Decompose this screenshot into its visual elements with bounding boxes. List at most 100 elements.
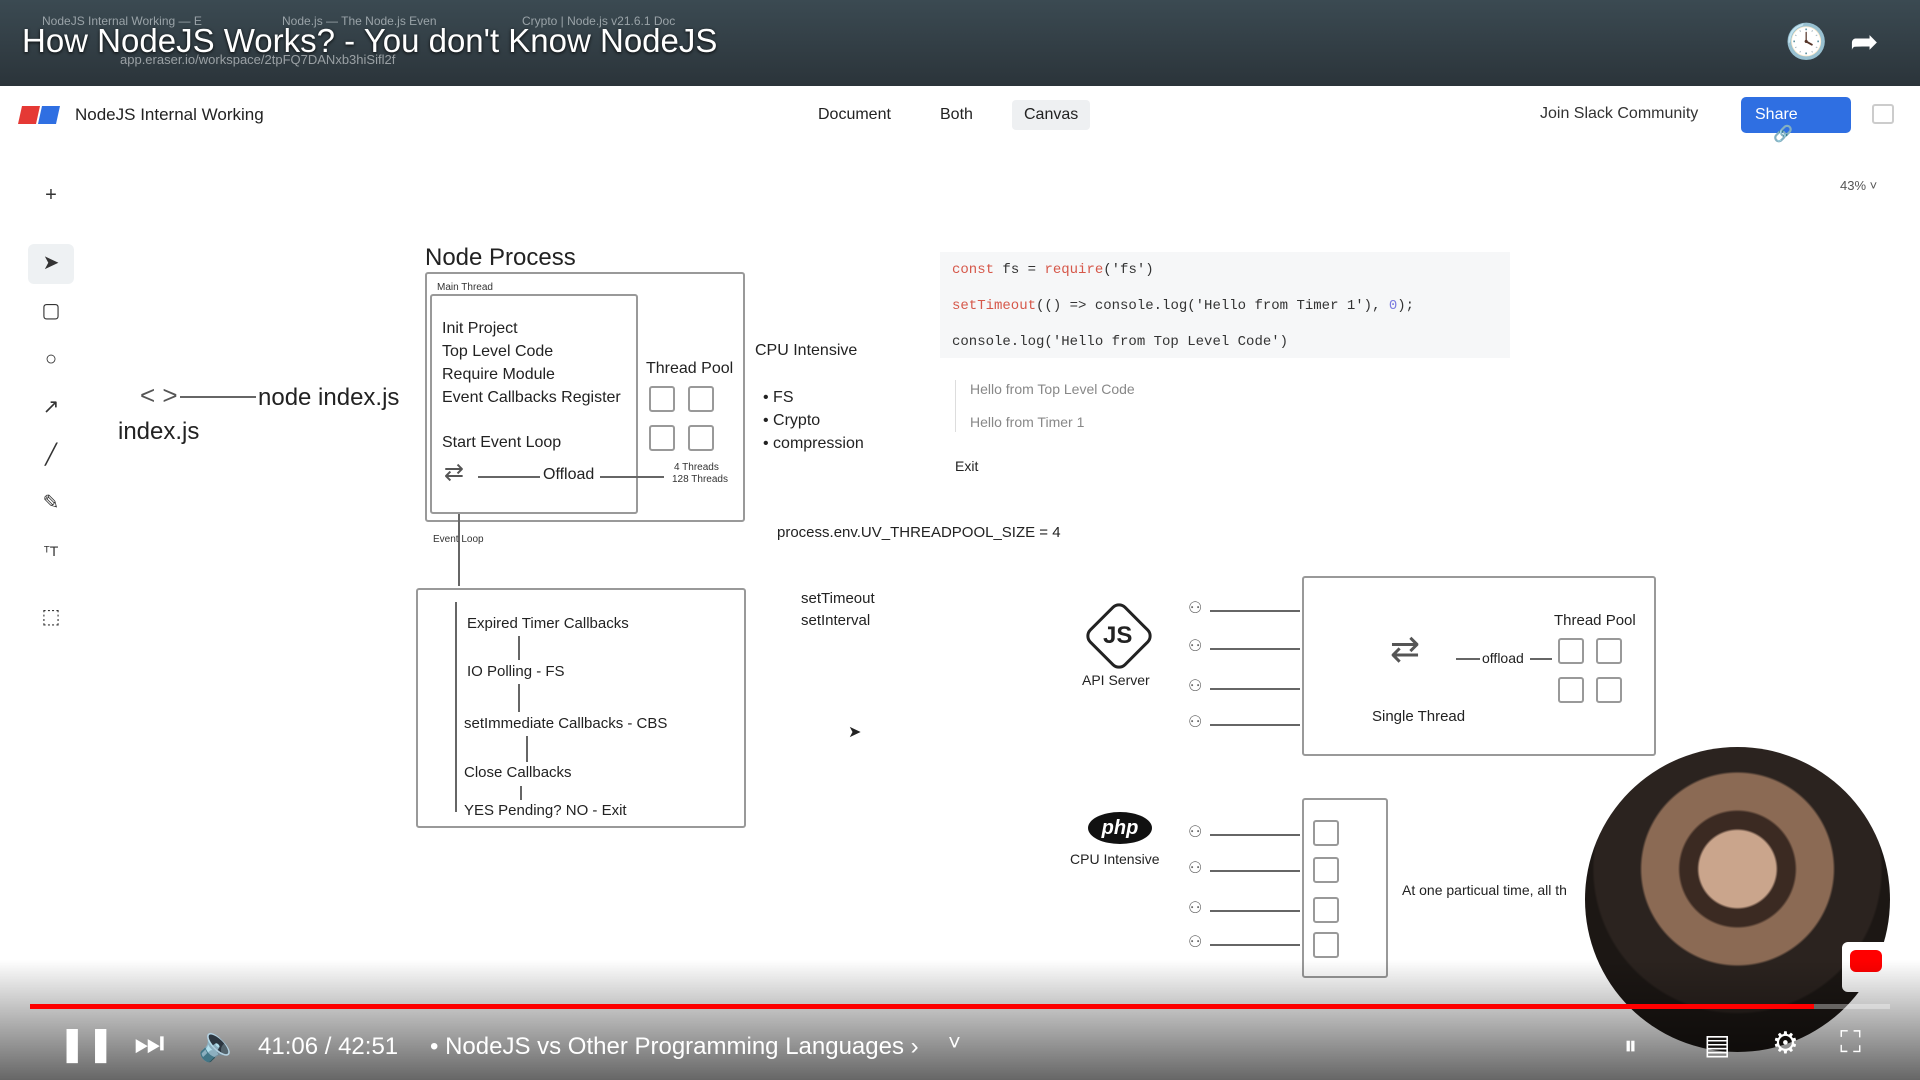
phase-io-polling: IO Polling - FS xyxy=(467,663,565,680)
phase-arrow xyxy=(520,786,522,800)
join-slack-link[interactable]: Join Slack Community xyxy=(1540,105,1699,122)
volume-icon[interactable]: 🔈 xyxy=(198,1025,241,1063)
thread-cell xyxy=(1313,820,1339,846)
step-start-event-loop: Start Event Loop xyxy=(442,434,562,451)
link-icon: 🔗 xyxy=(1773,126,1793,143)
time-display: 41:06 / 42:51 xyxy=(258,1033,399,1060)
user-icon: ⚇ xyxy=(1188,934,1203,951)
browser-tab[interactable]: NodeJS Internal Working — E xyxy=(42,14,202,28)
thread-cell xyxy=(1558,638,1584,664)
cpu-intensive-label: CPU Intensive xyxy=(1070,851,1160,867)
request-arrow xyxy=(1210,610,1300,612)
share-button[interactable]: Share 🔗 xyxy=(1741,97,1851,143)
arrow-icon[interactable]: ↗ xyxy=(42,396,60,418)
mouse-cursor-icon: ➤ xyxy=(848,724,862,741)
event-loop-box xyxy=(416,588,746,828)
board-title: NodeJS Internal Working xyxy=(75,105,264,124)
chapter-title[interactable]: • NodeJS vs Other Programming Languages … xyxy=(430,1033,919,1060)
phase-arrow xyxy=(518,684,520,712)
code-line: setTimeout(() => console.log('Hello from… xyxy=(952,298,1415,314)
tab-canvas[interactable]: Canvas xyxy=(1012,100,1091,130)
browser-chrome xyxy=(0,0,1920,86)
progress-fill xyxy=(30,1004,1814,1009)
exit-fullscreen-icon[interactable]: ⛶ xyxy=(1840,1026,1861,1059)
comment-icon[interactable] xyxy=(1872,104,1894,124)
thread-cell xyxy=(1596,677,1622,703)
user-icon: ⚇ xyxy=(1188,714,1203,731)
loop-icon: ⇄ xyxy=(1390,628,1421,669)
thread-cell xyxy=(649,386,675,412)
api-server-label: API Server xyxy=(1082,672,1150,688)
next-icon[interactable]: ⏭ xyxy=(134,1024,165,1062)
step-init-project: Init Project xyxy=(442,320,518,337)
php-note: At one particual time, all th xyxy=(1402,882,1567,898)
event-loop-arrow xyxy=(458,514,460,586)
threads-note: 4 Threads xyxy=(674,462,719,473)
share-icon[interactable]: ➦ xyxy=(1850,23,1879,61)
phase-arrow xyxy=(526,736,528,762)
pencil-icon[interactable]: ✎ xyxy=(42,492,60,514)
step-callbacks-register: Event Callbacks Register xyxy=(442,389,621,406)
phase-pending-check: YES Pending? NO - Exit xyxy=(464,802,627,819)
app-header xyxy=(0,86,1920,144)
user-icon: ⚇ xyxy=(1188,824,1203,841)
node-process-box xyxy=(425,272,745,522)
zoom-level[interactable]: 43% ˅ xyxy=(1840,178,1878,193)
cpu-item: • Crypto xyxy=(763,412,821,429)
chevron-down-icon[interactable]: ˅ xyxy=(948,1030,961,1055)
rectangle-icon[interactable]: ▢ xyxy=(41,300,61,322)
request-arrow xyxy=(1210,724,1300,726)
settings-icon[interactable]: ⚙ xyxy=(1772,1027,1799,1060)
thread-cell xyxy=(649,425,675,451)
request-arrow xyxy=(1210,870,1300,872)
thread-pool-label: Thread Pool xyxy=(646,360,734,377)
main-thread-box xyxy=(430,294,638,514)
php-logo-icon: php xyxy=(1088,812,1152,844)
captions-icon[interactable]: ▤ xyxy=(1704,1029,1731,1060)
tab-document[interactable]: Document xyxy=(818,106,891,123)
request-arrow xyxy=(1210,648,1300,650)
thread-cell xyxy=(688,386,714,412)
thread-cell xyxy=(1596,638,1622,664)
phase-arrow xyxy=(518,636,520,660)
output-line: Hello from Timer 1 xyxy=(970,414,1085,430)
frame-icon[interactable]: ⬚ xyxy=(41,606,61,628)
thread-cell xyxy=(688,425,714,451)
event-loop-label: Event Loop xyxy=(433,534,484,545)
output-line: Hello from Top Level Code xyxy=(970,381,1135,397)
offload-arrow xyxy=(600,476,664,478)
code-brackets-icon: < > xyxy=(140,380,178,410)
browser-tab[interactable]: Node.js — The Node.js Even xyxy=(282,14,437,28)
autoplay-toggle-icon[interactable]: ⏸︎ xyxy=(1624,1030,1638,1060)
user-icon: ⚇ xyxy=(1188,860,1203,877)
text-icon[interactable]: ᵀT xyxy=(43,543,59,559)
code-line: const fs = require('fs') xyxy=(952,262,1154,278)
user-icon: ⚇ xyxy=(1188,638,1203,655)
circle-icon[interactable]: ○ xyxy=(44,348,58,370)
js-logo-icon: JS xyxy=(1103,622,1133,649)
add-icon[interactable]: + xyxy=(45,184,57,206)
main-thread-label: Main Thread xyxy=(437,282,493,293)
threads-note: 128 Threads xyxy=(672,474,728,485)
address-bar[interactable]: app.eraser.io/workspace/2tpFQ7DANxb3hiSi… xyxy=(120,52,396,67)
offload-line xyxy=(1456,658,1480,660)
pause-icon[interactable]: ❚❚ xyxy=(58,1025,115,1063)
pointer-icon[interactable]: ➤ xyxy=(42,252,60,274)
watch-later-icon[interactable]: 🕓 xyxy=(1785,23,1828,61)
thread-cell xyxy=(1313,857,1339,883)
offload-label: offload xyxy=(1482,650,1524,666)
tab-both[interactable]: Both xyxy=(940,106,973,123)
phase-timers: Expired Timer Callbacks xyxy=(467,615,629,632)
output-divider xyxy=(955,380,956,432)
node-server-box xyxy=(1302,576,1656,756)
offload-line xyxy=(478,476,540,478)
file-name-label: index.js xyxy=(118,418,200,445)
request-arrow xyxy=(1210,910,1300,912)
player-shade xyxy=(0,960,1920,1080)
progress-bar[interactable] xyxy=(30,1004,1890,1009)
loop-icon: ⇄ xyxy=(444,459,465,486)
line-icon[interactable]: ╱ xyxy=(44,444,58,466)
browser-tab[interactable]: Crypto | Node.js v21.6.1 Doc xyxy=(522,14,676,28)
request-arrow xyxy=(1210,944,1300,946)
cpu-item: • compression xyxy=(763,435,864,452)
